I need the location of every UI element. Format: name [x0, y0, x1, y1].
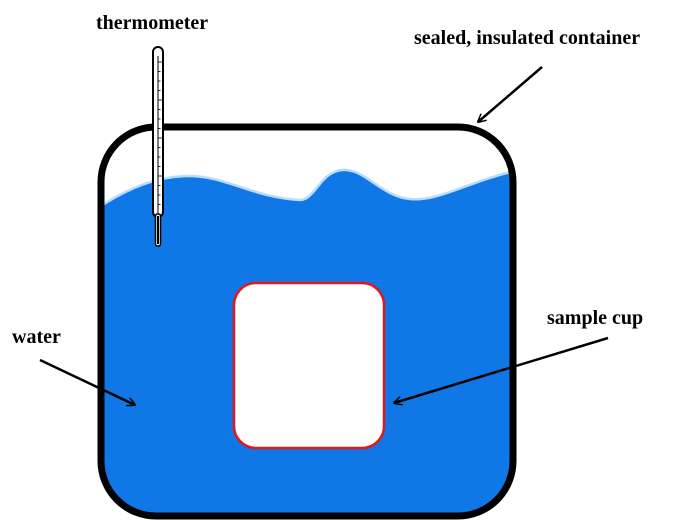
thermometer-label: thermometer [96, 12, 208, 34]
sample-cup-arrow [394, 336, 609, 403]
sealed-insulated-container [97, 123, 517, 520]
sample-cup-label: sample cup [547, 307, 643, 329]
water-arrow [39, 358, 135, 405]
thermometer-icon [152, 46, 164, 247]
container-label: sealed, insulated container [414, 27, 640, 49]
container-arrow [478, 66, 543, 122]
water-surface-highlight [101, 168, 513, 210]
water-label: water [12, 326, 61, 348]
thermometer-scale [158, 61, 162, 205]
sample-cup [232, 281, 386, 450]
